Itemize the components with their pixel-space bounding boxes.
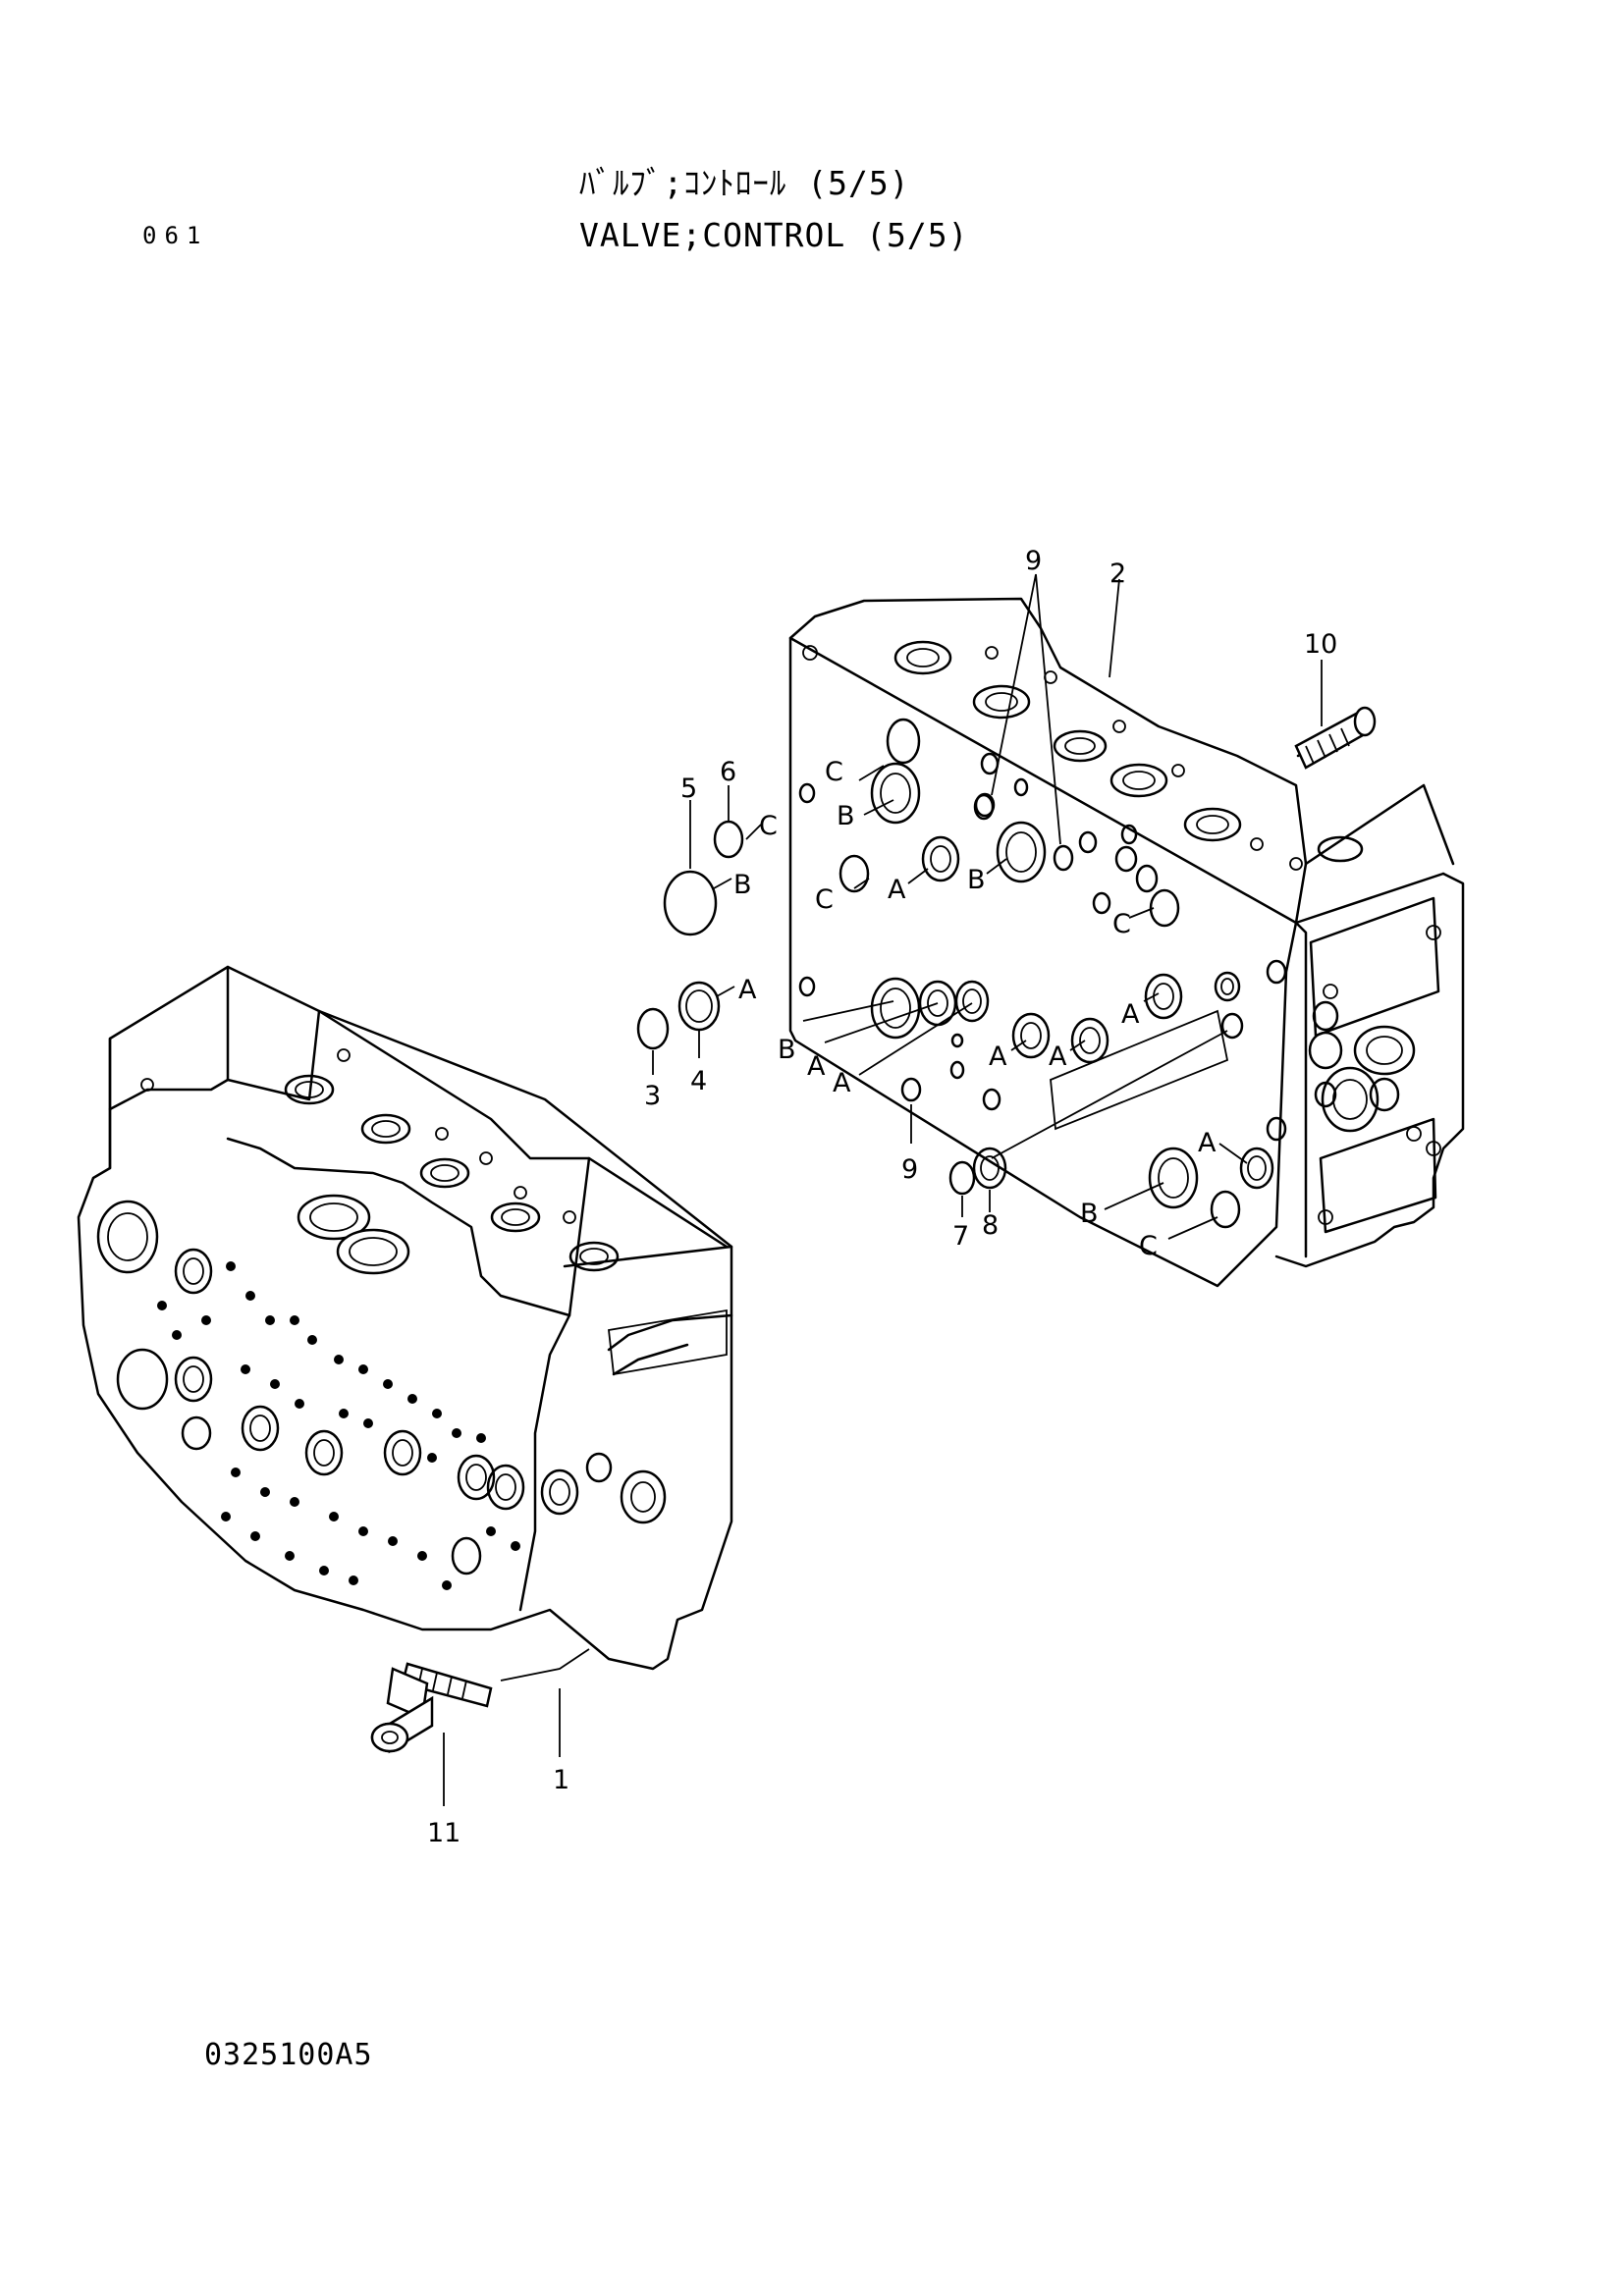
callout-3: 3	[644, 1081, 661, 1111]
port-label-b: B	[778, 1035, 796, 1065]
leader-lines	[443, 573, 1323, 1806]
port-label-b: B	[837, 801, 855, 831]
port-letter-labels: C B A C B C A B C B A A A A A A B C	[733, 757, 1217, 1261]
page-number: 061	[142, 222, 209, 249]
bolt-11	[370, 1662, 493, 1754]
port-label-a: A	[1049, 1041, 1067, 1072]
o-ring-6	[713, 820, 744, 859]
title-japanese: ﾊﾞﾙﾌﾞ;ｺﾝﾄﾛｰﾙ (5/5)	[579, 164, 910, 202]
title-english: VALVE;CONTROL (5/5)	[579, 216, 969, 254]
callout-8: 8	[982, 1210, 999, 1241]
callout-9-lower: 9	[901, 1154, 918, 1185]
callout-5: 5	[680, 774, 697, 804]
o-ring-9-lower	[900, 1077, 922, 1102]
port-label-b: B	[1080, 1199, 1099, 1229]
callout-10: 10	[1304, 629, 1337, 660]
port-label-c: C	[825, 757, 843, 787]
port-label-c: C	[1139, 1231, 1158, 1261]
o-ring-9-upper-right	[1053, 844, 1074, 872]
port-label-a: A	[1198, 1128, 1217, 1158]
port-label-b: B	[733, 870, 752, 900]
callout-1: 1	[553, 1765, 569, 1795]
port-label-a: A	[807, 1051, 826, 1082]
o-ring-3	[636, 1007, 670, 1050]
port-label-a: A	[833, 1068, 851, 1098]
seal-4	[677, 981, 721, 1032]
port-label-a: A	[1121, 999, 1140, 1030]
seal-8	[972, 1147, 1007, 1190]
port-label-a: A	[989, 1041, 1007, 1072]
callout-11: 11	[427, 1818, 460, 1848]
port-label-c: C	[815, 884, 834, 915]
valve-block-upper	[788, 597, 1465, 1288]
callout-6: 6	[720, 757, 736, 787]
o-ring-7	[948, 1160, 976, 1196]
callout-numbers: 9 2 10 5 6 3 4 9 7 8 1 11	[427, 546, 1337, 1848]
port-label-b: B	[967, 865, 986, 895]
port-label-c: C	[1112, 909, 1131, 939]
valve-block-lower	[77, 965, 733, 1671]
bolt-10	[1294, 706, 1377, 770]
drawing-code: 0325100A5	[204, 2038, 373, 2072]
port-label-c: C	[759, 811, 778, 841]
o-ring-9-upper-left	[973, 793, 995, 821]
callout-9-top: 9	[1025, 546, 1042, 576]
port-label-a: A	[738, 975, 757, 1005]
callout-4: 4	[690, 1066, 707, 1096]
callout-7: 7	[952, 1221, 969, 1252]
port-label-a: A	[888, 875, 906, 905]
callout-2: 2	[1109, 559, 1126, 589]
o-ring-5	[663, 870, 718, 936]
